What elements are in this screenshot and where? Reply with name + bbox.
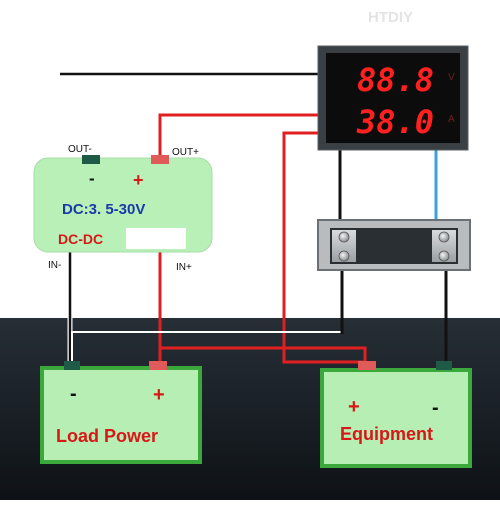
- voltage-unit: V: [448, 72, 455, 83]
- dcdc-converter: OUT- OUT+ - + DC:3. 5-30V DC-DC IN- IN+: [33, 144, 213, 273]
- shunt-left-bolt: [338, 250, 350, 262]
- load-battery-body: [40, 366, 202, 464]
- out-minus-label: OUT-: [68, 144, 92, 155]
- equipment-minus-sign: -: [432, 397, 439, 419]
- load-power-label: Load Power: [56, 426, 158, 446]
- current-reading: 38.0: [356, 103, 434, 141]
- load-minus-terminal: [64, 361, 80, 370]
- shunt-left-screw: [338, 231, 350, 243]
- converter-minus-sign: -: [89, 169, 95, 188]
- converter-type-text: DC-DC: [58, 231, 103, 247]
- watermark-text: HTDIY: [368, 9, 413, 26]
- equipment-plus-terminal: [358, 361, 376, 370]
- converter-range-text: DC:3. 5-30V: [62, 201, 145, 218]
- volt-amp-meter: 88.8 V 38.0 A: [317, 45, 469, 151]
- meter-face: [326, 53, 460, 143]
- meter-red-lead: [282, 131, 365, 364]
- shunt-right-bolt: [438, 250, 450, 262]
- equipment-plus-sign: +: [348, 396, 360, 418]
- converter-plus-sign: +: [133, 170, 144, 190]
- equipment-label: Equipment: [340, 424, 433, 444]
- shunt: [317, 219, 471, 271]
- out-plus-terminal: [151, 155, 169, 164]
- shunt-right-screw: [438, 231, 450, 243]
- positive-link-wire: [160, 346, 367, 362]
- load-power-battery: - + Load Power: [40, 361, 202, 464]
- out-plus-wire: [158, 113, 318, 158]
- in-plus-label: IN+: [176, 262, 192, 273]
- equipment-minus-terminal: [436, 361, 452, 370]
- current-unit: A: [448, 114, 455, 125]
- converter-blank-label: [126, 228, 186, 249]
- out-plus-label: OUT+: [172, 147, 199, 158]
- load-minus-sign: -: [70, 383, 77, 405]
- load-plus-sign: +: [153, 384, 165, 406]
- load-plus-terminal: [149, 361, 167, 370]
- out-minus-terminal: [82, 155, 100, 164]
- wires: [60, 72, 448, 366]
- in-minus-label: IN-: [48, 260, 61, 271]
- equipment-battery: + - Equipment: [320, 361, 472, 468]
- equipment-battery-body: [320, 368, 472, 468]
- voltage-reading: 88.8: [357, 61, 434, 99]
